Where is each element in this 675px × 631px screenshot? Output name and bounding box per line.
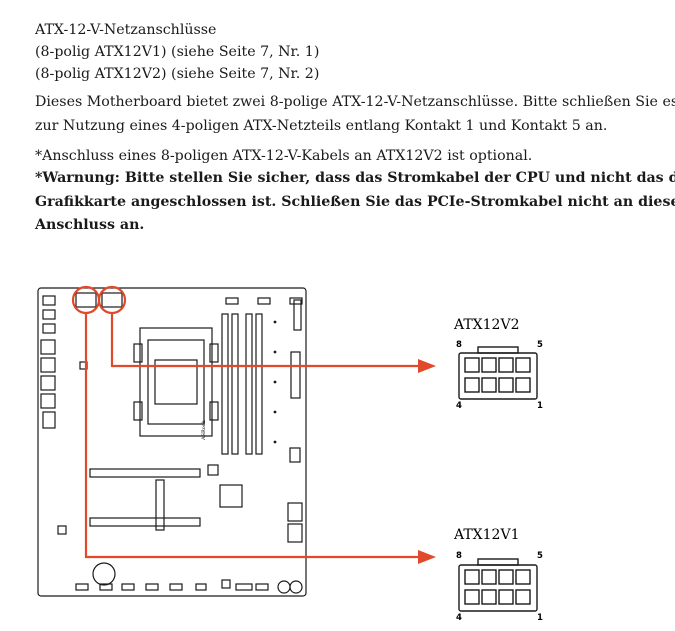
highlight-circle-atx12v1	[71, 285, 101, 315]
arrowhead-atx12v1	[418, 550, 436, 564]
board-brand: ASRock	[201, 419, 207, 441]
pin-5-label: 5	[537, 551, 543, 561]
connector-atx12v1: ATX12V1 8 5 4 1	[453, 527, 543, 623]
paragraph-line-1: Dieses Motherboard bietet zwei 8-polige …	[35, 94, 675, 110]
pin-1-label: 1	[537, 613, 543, 623]
pin-1-label: 1	[537, 401, 543, 411]
highlight-circle-atx12v2	[97, 285, 127, 315]
warning-line-1: *Warnung: Bitte stellen Sie sicher, dass…	[35, 170, 675, 186]
pin-5-label: 5	[537, 340, 543, 350]
pin-8-label: 8	[456, 340, 462, 350]
arrow-line-atx12v1	[84, 313, 420, 559]
arrowhead-atx12v2	[418, 359, 436, 373]
paragraph-line-2: zur Nutzung eines 4-poligen ATX-Netzteil…	[35, 118, 608, 134]
pin-4-label: 4	[456, 613, 462, 623]
pin-4-label: 4	[456, 401, 462, 411]
motherboard-outline	[37, 287, 307, 597]
connector-atx12v2: ATX12V2 8 5 4 1	[453, 317, 543, 411]
connector-label-atx12v1: ATX12V1	[453, 527, 519, 543]
connector-label-atx12v2: ATX12V2	[453, 317, 519, 333]
optional-note: *Anschluss eines 8-poligen ATX-12-V-Kabe…	[35, 148, 533, 164]
highlight-lines	[71, 285, 420, 559]
section-heading: ATX-12-V-Netzanschlüsse	[35, 22, 217, 38]
board-detail-dots	[273, 320, 277, 444]
subheading-atx12v1: (8-polig ATX12V1) (siehe Seite 7, Nr. 1)	[35, 44, 320, 60]
warning-line-2: Grafikkarte angeschlossen ist. Schließen…	[35, 194, 675, 210]
warning-line-3: Anschluss an.	[35, 217, 145, 233]
pin-8-label: 8	[456, 551, 462, 561]
subheading-atx12v2: (8-polig ATX12V2) (siehe Seite 7, Nr. 2)	[35, 66, 320, 82]
arrow-line-atx12v2	[110, 313, 420, 368]
arrowheads	[418, 359, 436, 564]
